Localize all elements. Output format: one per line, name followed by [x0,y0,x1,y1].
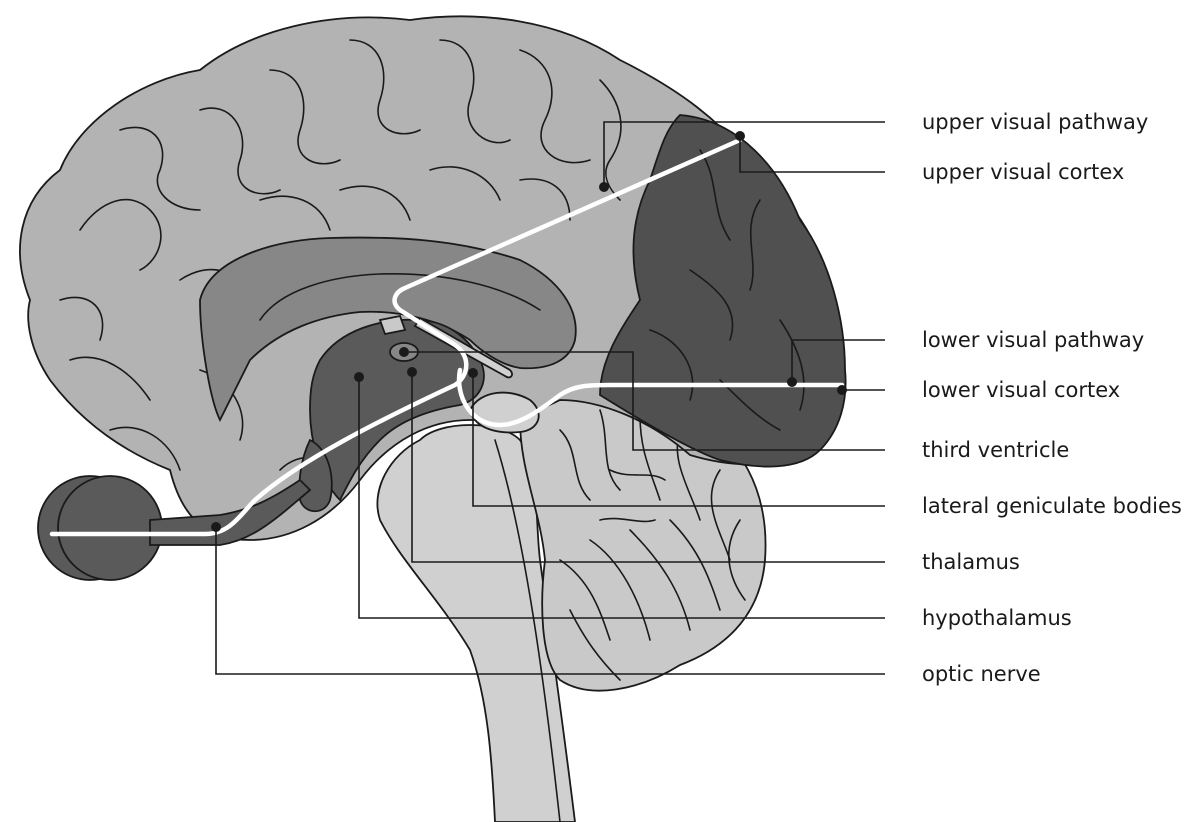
label-lower-visual-cortex: lower visual cortex [922,378,1120,402]
label-upper-visual-pathway: upper visual pathway [922,110,1148,134]
upper-visual-pathway-dot [599,182,609,192]
fornix-stripes [380,316,405,334]
thalamus-dot [407,367,417,377]
lower-visual-cortex-dot [837,385,847,395]
upper-visual-cortex-dot [735,131,745,141]
label-thalamus: thalamus [922,550,1020,574]
label-upper-visual-cortex: upper visual cortex [922,160,1124,184]
labels: upper visual pathway upper visual cortex… [922,110,1182,686]
label-lateral-geniculate-bodies: lateral geniculate bodies [922,494,1182,518]
label-lower-visual-pathway: lower visual pathway [922,328,1144,352]
label-hypothalamus: hypothalamus [922,606,1072,630]
label-optic-nerve: optic nerve [922,662,1041,686]
eyeball [58,476,162,580]
lateral-geniculate-dot [468,368,478,378]
label-third-ventricle: third ventricle [922,438,1069,462]
hypothalamus-dot [354,372,364,382]
lower-visual-pathway-dot [787,377,797,387]
third-ventricle-dot [399,347,409,357]
optic-nerve-dot [211,522,221,532]
